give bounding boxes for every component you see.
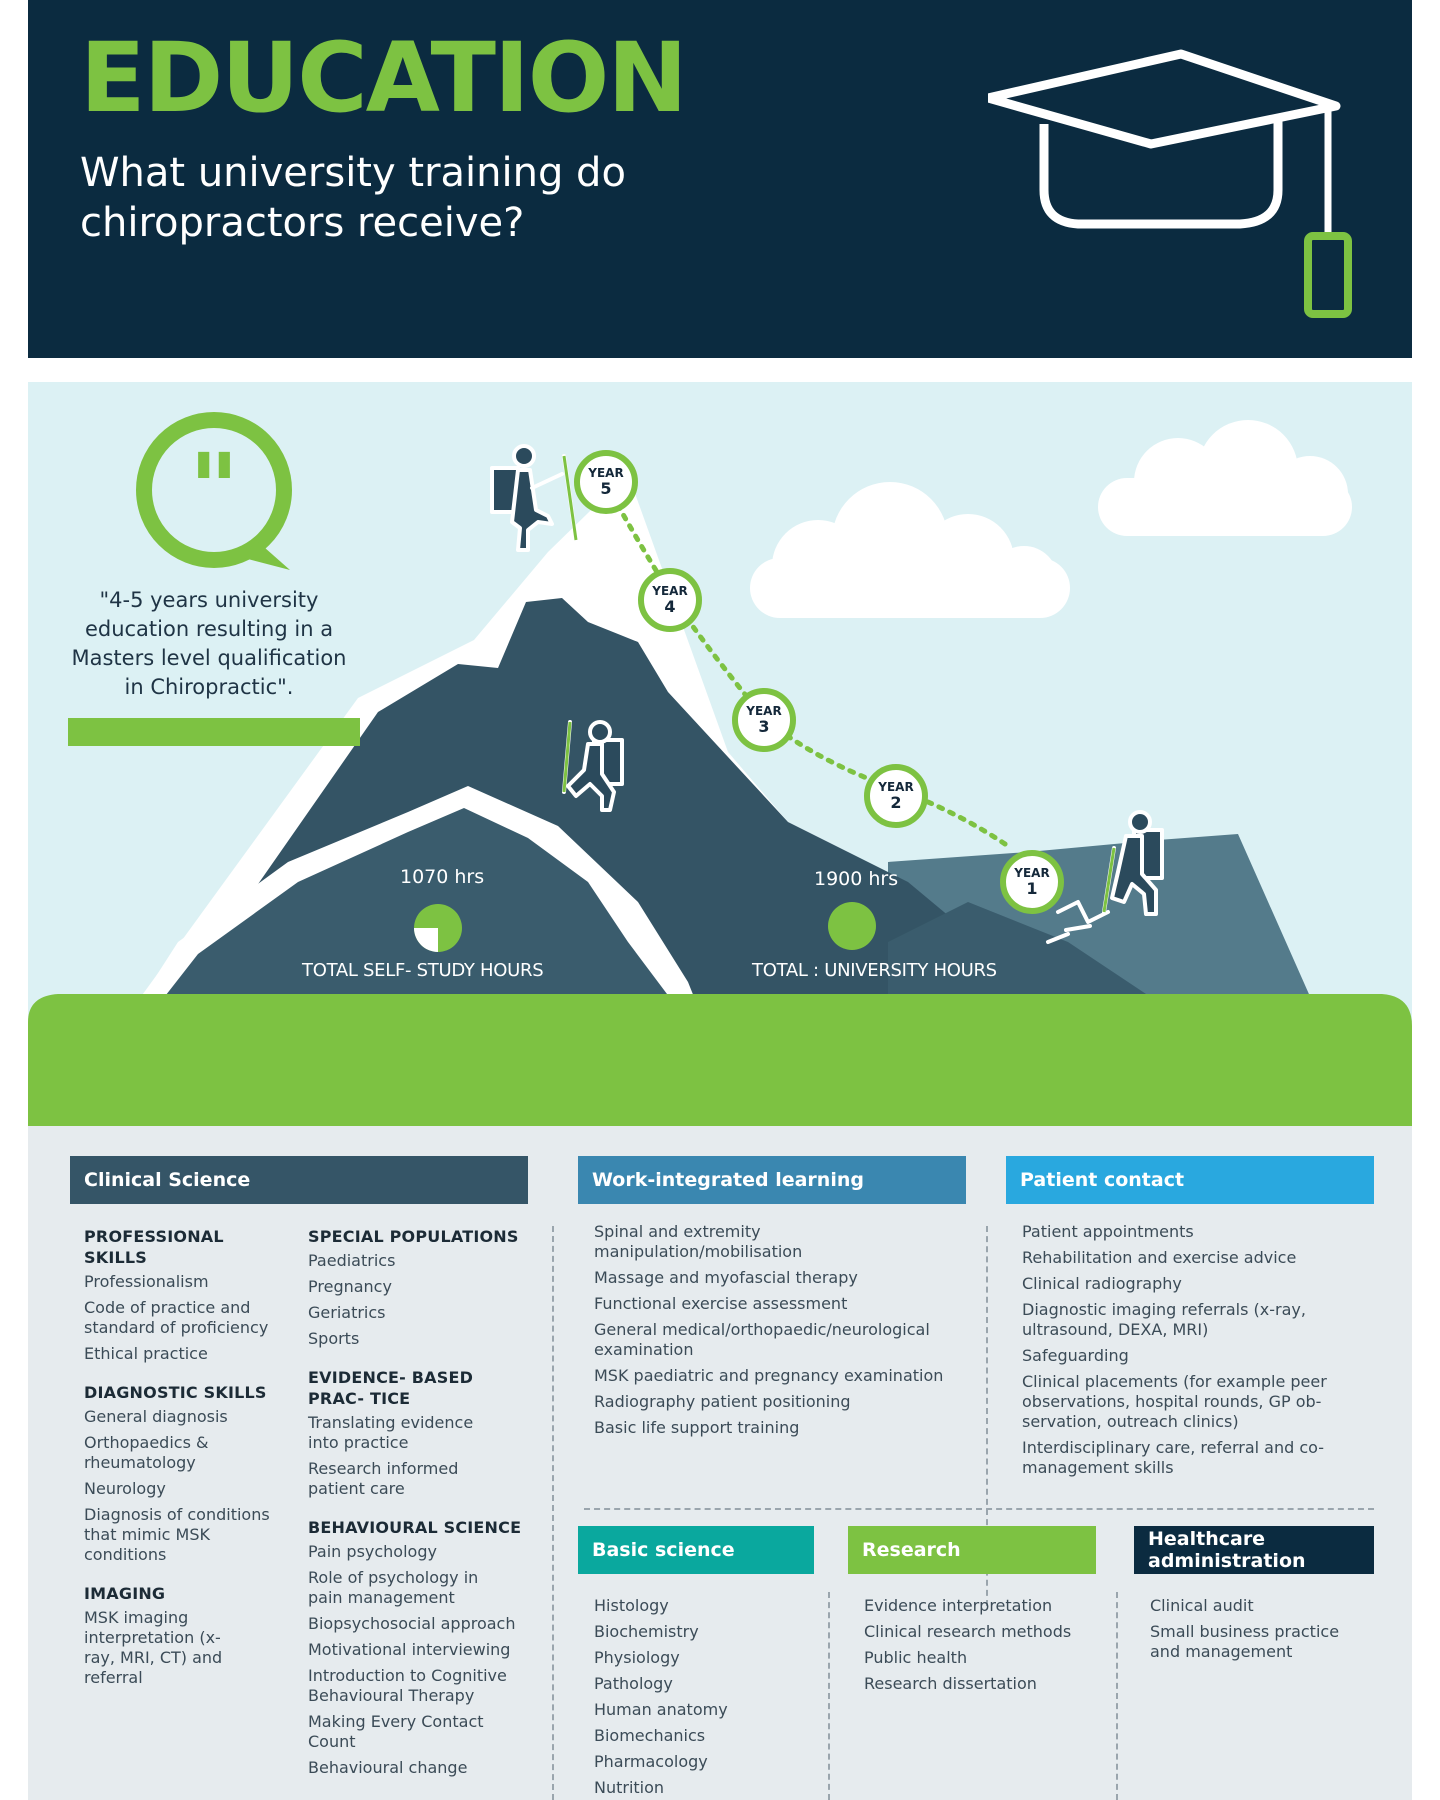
work-integrated-learning-header: Work-integrated learning	[578, 1156, 966, 1204]
list-item: Public health	[864, 1648, 968, 1667]
healthcare-administration-header: Healthcare administration	[1134, 1526, 1374, 1574]
university-hours-pie-chart	[828, 902, 876, 950]
list-item: Pathology	[594, 1674, 673, 1693]
university-hours-label: TOTAL : UNIVERSITY HOURS	[752, 960, 997, 981]
list-item: Clinical research methods	[864, 1622, 1072, 1641]
healthcare-administration-list: Clinical audit Small business practice a…	[1150, 1596, 1360, 1668]
graduation-cap-icon	[988, 49, 1352, 318]
clinical-science-left-column: PROFESSIONAL SKILLS Professionalism Code…	[84, 1226, 284, 1706]
list-item: Evidence interpretation	[864, 1596, 1053, 1615]
curriculum-section: Clinical Science PROFESSIONAL SKILLS Pro…	[28, 1126, 1412, 1800]
list-item: Histology	[594, 1596, 669, 1615]
divider	[828, 1592, 830, 1800]
research-header: Research	[848, 1526, 1096, 1574]
divider	[584, 1508, 1374, 1510]
list-item: Biomechanics	[594, 1726, 706, 1745]
cloud	[1098, 420, 1352, 536]
university-hours: 1900 hrs	[814, 868, 899, 890]
divider	[1116, 1592, 1118, 1800]
list-item: Small business practice and management	[1150, 1622, 1340, 1661]
page-subtitle: What university training do chiropractor…	[80, 150, 626, 246]
group-evidence-based-practice: EVIDENCE- BASED PRAC- TICE Translating e…	[308, 1368, 474, 1498]
cloud	[750, 482, 1070, 618]
divider	[986, 1226, 988, 1606]
list-item: Rehabilitation and exercise advice	[1022, 1248, 1297, 1267]
list-item: Spinal and extremity manipulation/mobili…	[594, 1222, 803, 1261]
basic-science-header: Basic science	[578, 1526, 814, 1574]
clinical-science-right-column: SPECIAL POPULATIONS Paediatrics Pregnanc…	[308, 1226, 532, 1796]
divider	[552, 1226, 554, 1800]
list-item: Safeguarding	[1022, 1346, 1129, 1365]
list-item: Interdisciplinary care, referral and co-…	[1022, 1438, 1325, 1477]
list-item: Patient appointments	[1022, 1222, 1194, 1241]
group-behavioural-science: BEHAVIOURAL SCIENCE Pain psychology Role…	[308, 1518, 522, 1777]
self-study-hours: 1070 hrs	[400, 866, 485, 888]
quote-underline-bar	[68, 718, 360, 746]
list-item: Pharmacology	[594, 1752, 708, 1771]
work-integrated-learning-list: Spinal and extremity manipulation/mobili…	[594, 1222, 954, 1444]
self-study-pie-chart	[414, 904, 462, 952]
patient-contact-list: Patient appointments Rehabilitation and …	[1022, 1222, 1368, 1484]
list-item: Nutrition	[594, 1778, 665, 1797]
list-item: Biochemistry	[594, 1622, 699, 1641]
basic-science-list: Histology Biochemistry Physiology Pathol…	[594, 1596, 804, 1800]
list-item: Functional exercise assessment	[594, 1294, 848, 1313]
self-study-label: TOTAL SELF- STUDY HOURS	[302, 960, 544, 981]
list-item: General medical/orthopaedic/neurological…	[594, 1320, 930, 1359]
list-item: Clinical placements (for example peer ob…	[1022, 1372, 1327, 1431]
header-banner: EDUCATION What university training do ch…	[28, 0, 1412, 358]
climber-figure	[562, 720, 624, 812]
list-item: Physiology	[594, 1648, 680, 1667]
list-item: Massage and myofascial therapy	[594, 1268, 858, 1287]
list-item: Diagnostic imaging referrals (x-ray, ult…	[1022, 1300, 1306, 1339]
quote-bubble-icon: "	[136, 412, 292, 570]
patient-contact-header: Patient contact	[1006, 1156, 1374, 1204]
list-item: Clinical audit	[1150, 1596, 1254, 1615]
list-item: MSK paediatric and pregnancy examination	[594, 1366, 944, 1385]
mountain-scene: "	[28, 412, 1412, 1126]
hero-scene: "	[28, 382, 1412, 1126]
grass	[28, 994, 1412, 1126]
list-item: Research dissertation	[864, 1674, 1037, 1693]
group-diagnostic-skills: DIAGNOSTIC SKILLS General diagnosis Orth…	[84, 1383, 270, 1564]
page-title: EDUCATION	[80, 22, 688, 134]
clinical-science-header: Clinical Science	[70, 1156, 528, 1204]
quote-text: "4-5 years university education resultin…	[71, 588, 347, 699]
list-item: Human anatomy	[594, 1700, 728, 1719]
group-imaging: IMAGING MSK imaging interpretation (x-ra…	[84, 1584, 223, 1687]
svg-text:": "	[189, 432, 239, 545]
group-special-populations: SPECIAL POPULATIONS Paediatrics Pregnanc…	[308, 1227, 519, 1348]
research-list: Evidence interpretation Clinical researc…	[864, 1596, 1094, 1700]
group-professional-skills: PROFESSIONAL SKILLS Professionalism Code…	[84, 1227, 269, 1363]
list-item: Radiography patient positioning	[594, 1392, 851, 1411]
list-item: Basic life support training	[594, 1418, 800, 1437]
list-item: Clinical radiography	[1022, 1274, 1182, 1293]
